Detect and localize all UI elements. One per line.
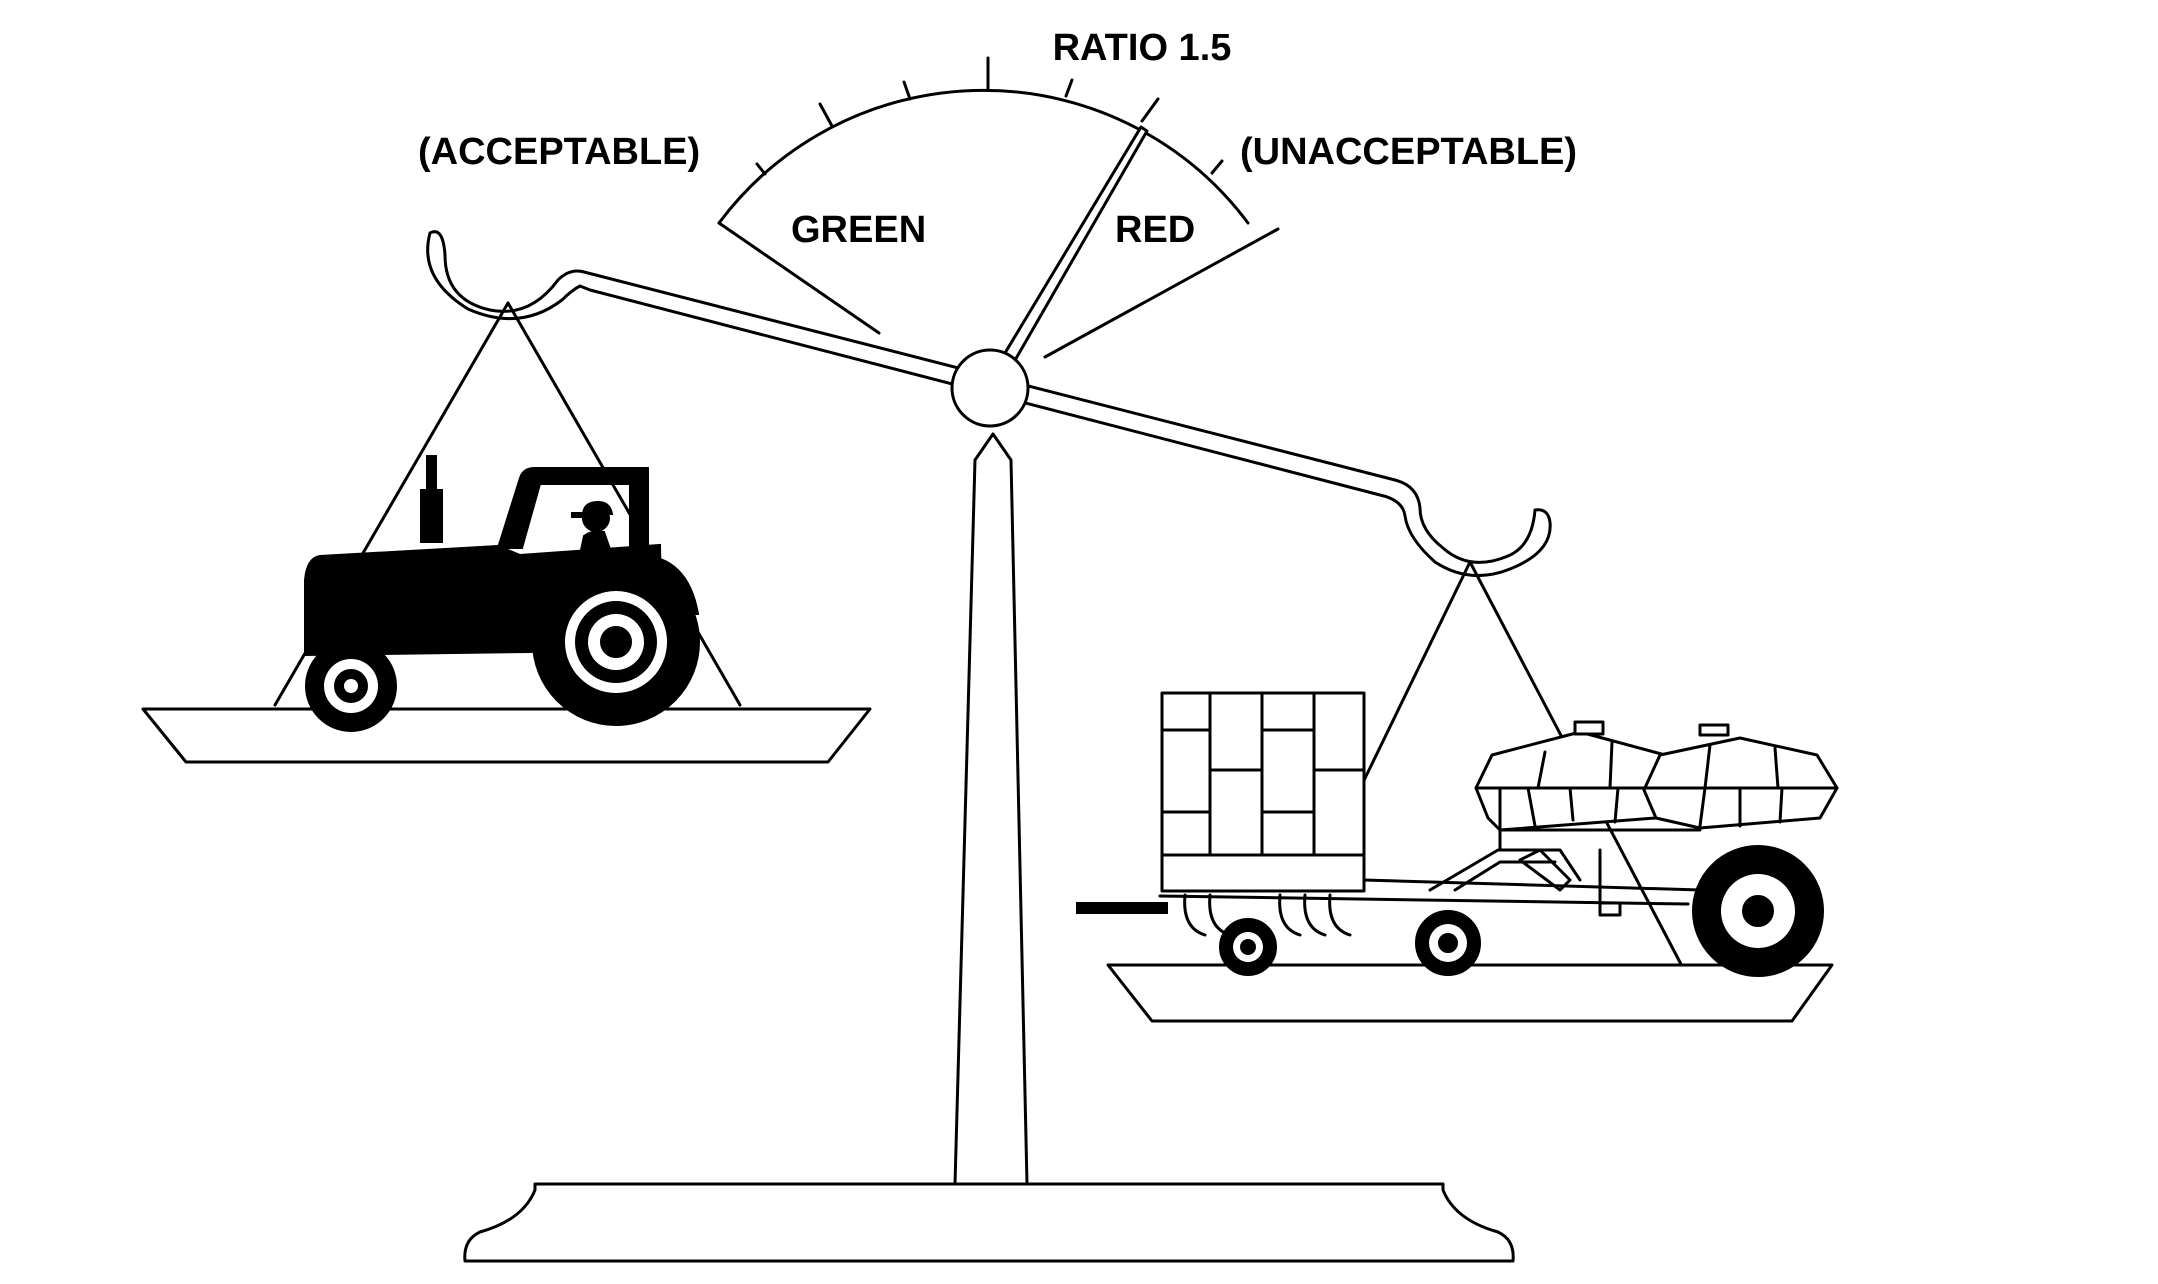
tractor bbox=[304, 455, 700, 732]
scale-beam bbox=[426, 230, 1552, 578]
air-seeder bbox=[1076, 691, 1839, 977]
scale-post bbox=[953, 432, 1029, 1186]
gauge-left-boundary bbox=[717, 221, 881, 335]
ratio-gauge bbox=[717, 56, 1280, 364]
seed-tanks bbox=[1474, 720, 1839, 832]
acceptable-label: (ACCEPTABLE) bbox=[418, 131, 700, 173]
gauge-arc bbox=[717, 88, 1250, 225]
right-pan-assembly bbox=[1106, 560, 1834, 1023]
ratio-label: RATIO 1.5 bbox=[1053, 27, 1232, 69]
right-pan bbox=[1106, 963, 1834, 1023]
green-zone-label: GREEN bbox=[791, 209, 926, 251]
red-zone-label: RED bbox=[1115, 209, 1195, 251]
gauge-ticks bbox=[755, 56, 1224, 176]
scale-base bbox=[463, 1182, 1515, 1263]
gauge-right-boundary bbox=[1043, 227, 1280, 359]
left-pan bbox=[141, 707, 872, 764]
beam-pivot bbox=[950, 348, 1030, 428]
unacceptable-label: (UNACCEPTABLE) bbox=[1240, 131, 1577, 173]
